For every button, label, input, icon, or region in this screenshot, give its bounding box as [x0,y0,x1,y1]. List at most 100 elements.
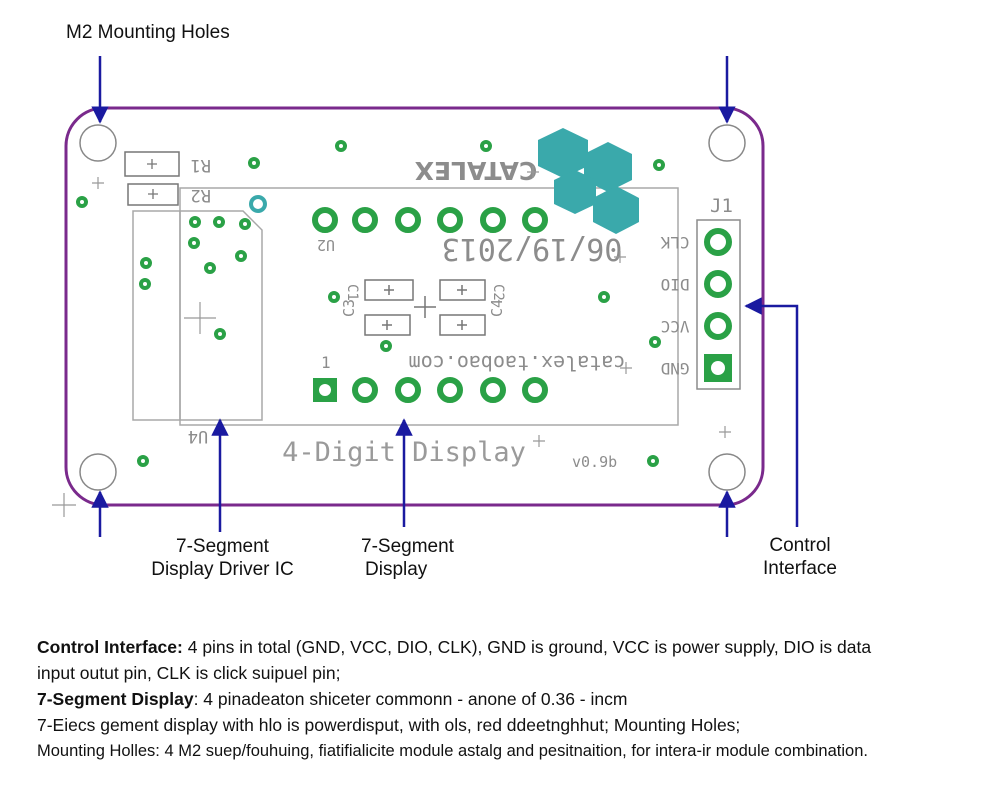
note-label-control: Control Interface: [37,637,183,657]
note-line-2: input outut pin, CLK is click suipuel pi… [37,660,997,686]
via [189,216,201,228]
logo-hexagon [584,142,632,192]
header-pin-clk [704,228,732,256]
capacitor-group [364,279,486,336]
capacitor-c3-bottom [364,314,411,336]
via [649,336,661,348]
via [653,159,665,171]
capacitor-c4-top [439,279,486,301]
display-pin [480,377,506,403]
note-line-1: Control Interface: 4 pins in total (GND,… [37,634,997,660]
note-text-3: : 4 pinadeaton shiceter commonn - anone … [193,689,628,709]
pin-label-vcc: VCC [661,317,690,336]
via [647,455,659,467]
pcb-diagram: R1 R2 C3 C1 C4 C2 CATALEX 06/19/2013 U2 … [52,56,799,537]
via [204,262,216,274]
note-label-display: 7-Segment Display [37,689,194,709]
board-date: 06/19/2013 [442,231,623,266]
note-text-5: Mounting Holles: 4 M2 suep/fouhuing, fia… [37,742,868,760]
via [239,218,251,230]
capacitor-c3-top [364,279,414,301]
crosshair-marks [52,166,731,517]
via [140,257,152,269]
cap-c4-label: C4 [488,299,506,317]
resistor-r2-plus [148,189,158,199]
pin-label-gnd: GND [661,359,690,378]
via [235,250,247,262]
resistor-r1 [124,151,180,177]
via [248,157,260,169]
display-pin [395,377,421,403]
capacitor-c4-bottom [439,314,486,336]
callout-arrows [91,56,799,537]
resistor-r1-plus [147,159,157,169]
logo-hexagon [538,128,588,178]
note-line-4: 7-Eiecs gement display with hlo is power… [37,712,997,738]
description-notes: Control Interface: 4 pins in total (GND,… [37,634,997,764]
note-line-5: Mounting Holles: 4 M2 suep/fouhuing, fia… [37,738,997,764]
via [380,340,392,352]
logo-hexagon [554,170,596,214]
cap-c3-label: C3 [340,299,358,317]
header-pin-dio [704,270,732,298]
arrow-control-interface [744,297,799,527]
display-pin [480,207,506,233]
pin-label-clk: CLK [660,233,689,252]
display-pins-top [312,207,548,233]
mounting-holes [79,124,746,491]
mounting-hole-top-right [708,124,746,162]
note-text-4: 7-Eiecs gement display with hlo is power… [37,715,741,735]
cap-c2-label: C2 [490,284,506,301]
note-line-3: 7-Segment Display: 4 pinadeaton shiceter… [37,686,997,712]
callout-driver-ic-line2: Display Driver IC [151,559,294,580]
header-ref-label: J1 [710,195,733,217]
display-pins-bottom [313,377,548,403]
via [76,196,88,208]
driver-ic-outline [132,210,263,421]
pin1-marker: 1 [321,353,331,372]
via [214,328,226,340]
via [598,291,610,303]
header-j1-outline [696,219,741,390]
resistor-r2-label: R2 [191,185,211,205]
callout-driver-ic: 7-Segment Display Driver IC [140,535,305,581]
via [188,237,200,249]
driver-ref-label: U4 [188,426,208,446]
via-dots [76,140,665,467]
display-pin [352,377,378,403]
display-pin [395,207,421,233]
display-pin [312,207,338,233]
display-pin [522,207,548,233]
via [139,278,151,290]
via [480,140,492,152]
display-pin [522,377,548,403]
display-pin [352,207,378,233]
mounting-hole-bottom-right [708,453,746,491]
resistor-r1-label: R1 [191,155,211,175]
note-text-1: 4 pins in total (GND, VCC, DIO, CLK), GN… [182,637,872,657]
resistor-r2 [127,183,179,206]
via [335,140,347,152]
callout-control-line1: Control [769,535,831,556]
catalex-logo [538,128,639,234]
callout-display-line2: Display [365,559,428,580]
brand-logo-text: CATALEX [415,156,538,185]
callout-control-interface: Control Interface [750,534,850,580]
via [213,216,225,228]
display-pin [437,377,463,403]
board-website: catalex.taobao.com [409,351,626,375]
display-ref-label: U2 [317,236,335,254]
header-pin-vcc [704,312,732,340]
note-text-2: input outut pin, CLK is click suipuel pi… [37,663,341,683]
callout-driver-ic-line1: 7-Segment [176,536,269,557]
logo-hexagon [593,186,639,234]
via [137,455,149,467]
callout-control-line2: Interface [763,558,837,579]
pin-label-dio: DIO [661,275,690,294]
mounting-hole-top-left [79,124,117,162]
board-version: v0.9b [572,453,617,471]
fiducial [249,195,267,213]
mounting-hole-bottom-left [79,453,117,491]
driver-crosshair [184,302,216,334]
callout-mounting-holes: M2 Mounting Holes [66,22,230,43]
